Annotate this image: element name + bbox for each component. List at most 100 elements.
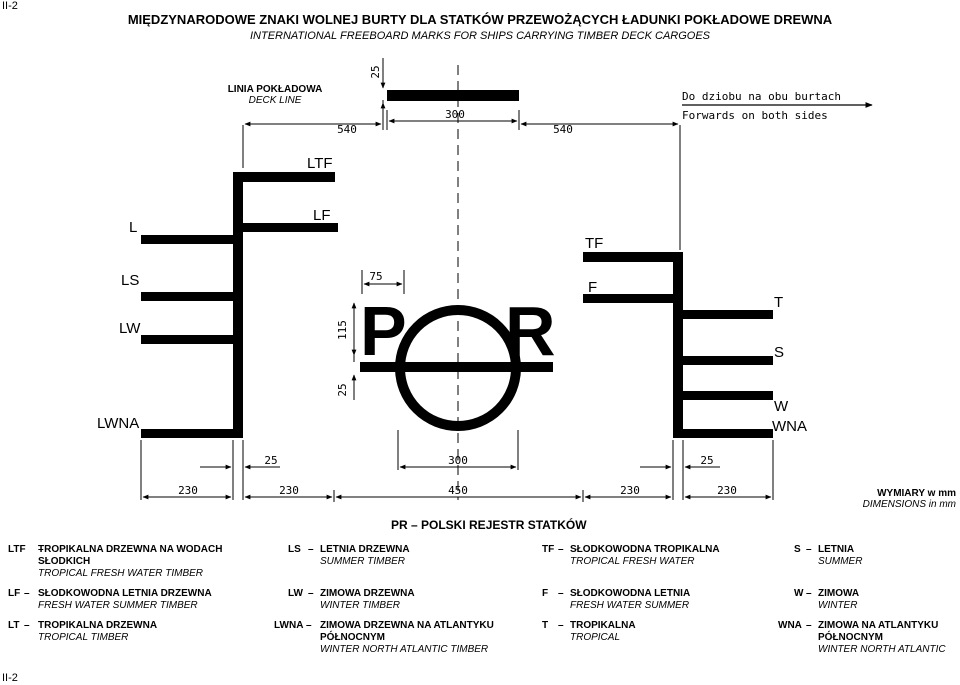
left-mark-label-lf: LF	[313, 207, 331, 224]
legend-pl: LETNIA DRZEWNA	[320, 544, 410, 555]
legend-item-w: W – ZIMOWA WINTER	[794, 588, 954, 612]
left-bar-lf	[243, 223, 338, 232]
dim-top-right: 540	[553, 123, 573, 136]
legend-pl: LETNIA	[818, 544, 855, 555]
legend-en: TROPICAL	[570, 632, 621, 643]
legend-abbr: LW	[288, 588, 303, 599]
legend-item-wna: WNA – ZIMOWA NA ATLANTYKU PÓŁNOCNYM WINT…	[778, 620, 958, 656]
legend-item-lw: LW – ZIMOWA DRZEWNA WINTER TIMBER	[288, 588, 488, 612]
deck-line-label: LINIA POKŁADOWA DECK LINE	[205, 84, 345, 106]
legend-item-ls: LS – LETNIA DRZEWNA SUMMER TIMBER	[288, 544, 488, 568]
legend-abbr: LS	[288, 544, 301, 555]
legend-en: WINTER TIMBER	[320, 600, 400, 611]
legend-en: WINTER NORTH ATLANTIC	[818, 644, 946, 655]
left-bar-lwna	[141, 429, 243, 438]
right-bar-wna	[683, 429, 773, 438]
legend-item-t: T – TROPIKALNA TROPICAL	[542, 620, 762, 644]
left-bar-lw	[141, 335, 243, 344]
legend-pl: ZIMOWA DRZEWNA	[320, 588, 415, 599]
right-bar-s	[683, 356, 773, 365]
right-mark-label-f: F	[588, 279, 597, 296]
deck-line-bar	[387, 90, 519, 101]
legend-dash: –	[308, 544, 314, 555]
units-note: WYMIARY w mm DIMENSIONS in mm	[863, 488, 956, 510]
legend-abbr: LF	[8, 588, 21, 599]
legend-dash: –	[558, 620, 564, 631]
left-bar-l	[141, 235, 243, 244]
legend-item-lt: LT – TROPIKALNA DRZEWNA TROPICAL TIMBER	[8, 620, 258, 644]
dim-top-left: 540	[337, 123, 357, 136]
legend-pl: TROPIKALNA	[570, 620, 636, 631]
legend-pl: ZIMOWA DRZEWNA NA ATLANTYKU PÓŁNOCNYM	[320, 620, 494, 643]
dim-top-center: 300	[445, 108, 465, 121]
legend-en: TROPICAL TIMBER	[38, 632, 129, 643]
page-subtitle: INTERNATIONAL FREEBOARD MARKS FOR SHIPS …	[249, 30, 711, 42]
legend-dash: –	[306, 620, 312, 631]
legend-item-tf: TF – SŁODKOWODNA TROPIKALNA TROPICAL FRE…	[542, 544, 762, 568]
legend-abbr: W	[794, 588, 804, 599]
dim-bottom-left-gap: 25	[264, 454, 277, 467]
letter-r: R	[505, 292, 556, 370]
legend-en: SUMMER	[818, 556, 863, 567]
right-bar-f	[583, 294, 673, 303]
left-mark-label-ls: LS	[121, 272, 139, 289]
page-label-bottom: II-2	[2, 672, 18, 684]
dim-bottom-right-gap: 25	[700, 454, 713, 467]
legend-dash: –	[38, 544, 44, 555]
legend-pl: SŁODKOWODNA LETNIA DRZEWNA	[38, 588, 212, 599]
dim-letter-gap: 25	[336, 383, 349, 396]
dim-bottom-center: 300	[448, 454, 468, 467]
right-vertical-bar	[673, 252, 683, 438]
legend-abbr: F	[542, 588, 549, 599]
legend-abbr: LTF	[8, 544, 26, 555]
legend-en: TROPICAL FRESH WATER	[570, 556, 695, 567]
left-mark-label-l: L	[129, 219, 137, 236]
left-mark-label-ltf: LTF	[307, 155, 333, 172]
legend-dash: –	[24, 588, 30, 599]
dim-overall-3: 450	[448, 484, 468, 497]
legend-abbr: LT	[8, 620, 20, 631]
legend-abbr: WNA	[778, 620, 802, 631]
legend-en: WINTER	[818, 600, 858, 611]
legend-item-s: S – LETNIA SUMMER	[794, 544, 954, 568]
legend-item-f: F – SŁODKOWODNA LETNIA FRESH WATER SUMME…	[542, 588, 762, 612]
left-bar-ltf	[233, 172, 335, 182]
right-mark-label-s: S	[774, 344, 784, 361]
legend-dash: –	[558, 544, 564, 555]
legend-dash: –	[24, 620, 30, 631]
right-mark-label-tf: TF	[585, 235, 603, 252]
legend-en: WINTER NORTH ATLANTIC TIMBER	[320, 644, 489, 655]
legend-item-lf: LF – SŁODKOWODNA LETNIA DRZEWNA FRESH WA…	[8, 588, 258, 612]
legend-item-ltf: LTF – TROPIKALNA DRZEWNA NA WODACH SŁODK…	[8, 544, 258, 580]
dim-letter-height: 115	[336, 320, 349, 340]
units-en: DIMENSIONS in mm	[862, 499, 956, 510]
legend-pl: SŁODKOWODNA LETNIA	[570, 588, 691, 599]
dim-overall-4: 230	[620, 484, 640, 497]
page-label-top: II-2	[2, 0, 18, 12]
left-vertical-bar	[233, 172, 243, 436]
forwards-pl: Do dziobu na obu burtach	[682, 90, 841, 103]
legend-abbr: T	[542, 620, 549, 631]
right-mark-label-t: T	[774, 294, 783, 311]
legend-pl: TROPIKALNA DRZEWNA NA WODACH SŁODKICH	[38, 544, 223, 567]
legend-pl: SŁODKOWODNA TROPIKALNA	[570, 544, 720, 555]
legend-dash: –	[806, 620, 812, 631]
legend-pl: ZIMOWA NA ATLANTYKU PÓŁNOCNYM	[818, 620, 939, 643]
legend-dash: –	[806, 588, 812, 599]
legend-en: FRESH WATER SUMMER	[570, 600, 690, 611]
legend-dash: –	[558, 588, 564, 599]
forwards-en: Forwards on both sides	[682, 109, 828, 122]
deck-line-pl: LINIA POKŁADOWA	[227, 84, 323, 95]
units-pl: WYMIARY w mm	[877, 488, 956, 499]
left-mark-label-lw: LW	[119, 320, 141, 337]
legend-dash: –	[806, 544, 812, 555]
page-title: MIĘDZYNARODOWE ZNAKI WOLNEJ BURTY DLA ST…	[127, 12, 833, 27]
right-mark-label-wna: WNA	[772, 418, 807, 435]
dim-letter-width: 75	[369, 270, 382, 283]
left-mark-label-lwna: LWNA	[97, 415, 139, 432]
letter-p: P	[360, 292, 407, 370]
right-bar-t	[683, 310, 773, 319]
right-bar-w	[683, 391, 773, 400]
registry-label: PR – POLSKI REJESTR STATKÓW	[391, 518, 587, 532]
